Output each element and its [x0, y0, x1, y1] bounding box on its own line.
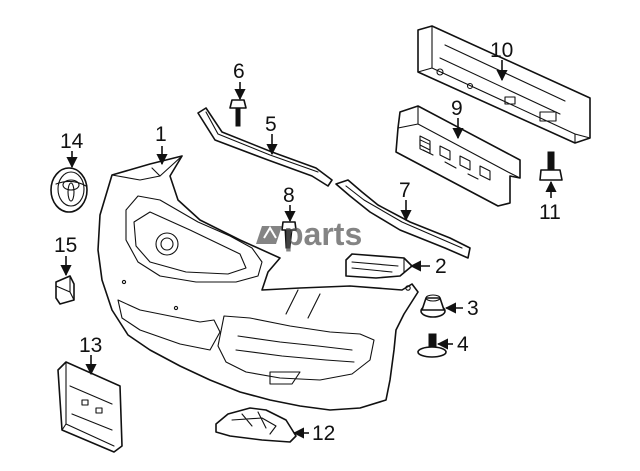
callout-2: 2 [435, 255, 447, 278]
part-9-absorber [395, 105, 521, 207]
part-4-screw [417, 333, 447, 358]
callout-6: 6 [233, 60, 245, 83]
callout-8: 8 [283, 184, 295, 207]
part-14-emblem [50, 167, 88, 213]
part-8-bolt [281, 221, 297, 249]
part-5-retainer [197, 107, 333, 187]
callout-5: 5 [265, 113, 277, 136]
callout-3: 3 [467, 297, 479, 320]
part-2-bracket [345, 253, 413, 279]
part-15-plug [55, 275, 75, 305]
callout-15: 15 [54, 234, 77, 257]
part-13-license-bracket [57, 361, 123, 453]
watermark-text: parts [284, 216, 362, 252]
part-11-bolt [539, 151, 563, 181]
callout-4: 4 [457, 333, 469, 356]
callout-10: 10 [490, 39, 513, 62]
callout-7: 7 [399, 179, 411, 202]
callout-11: 11 [539, 201, 561, 224]
watermark: parts [256, 216, 362, 252]
callout-14: 14 [60, 130, 84, 153]
callout-12: 12 [312, 422, 335, 445]
callout-arrows [60, 60, 557, 439]
part-6-bolt [229, 99, 247, 127]
callout-labels: 1 2 3 4 5 6 7 8 9 10 11 12 13 14 15 [54, 39, 561, 445]
part-3-clip [420, 294, 446, 318]
part-1-bumper-cover [97, 155, 419, 411]
callout-13: 13 [79, 334, 102, 357]
part-12-lower-cover [215, 407, 297, 443]
callout-9: 9 [451, 97, 463, 120]
callout-1: 1 [155, 123, 167, 146]
